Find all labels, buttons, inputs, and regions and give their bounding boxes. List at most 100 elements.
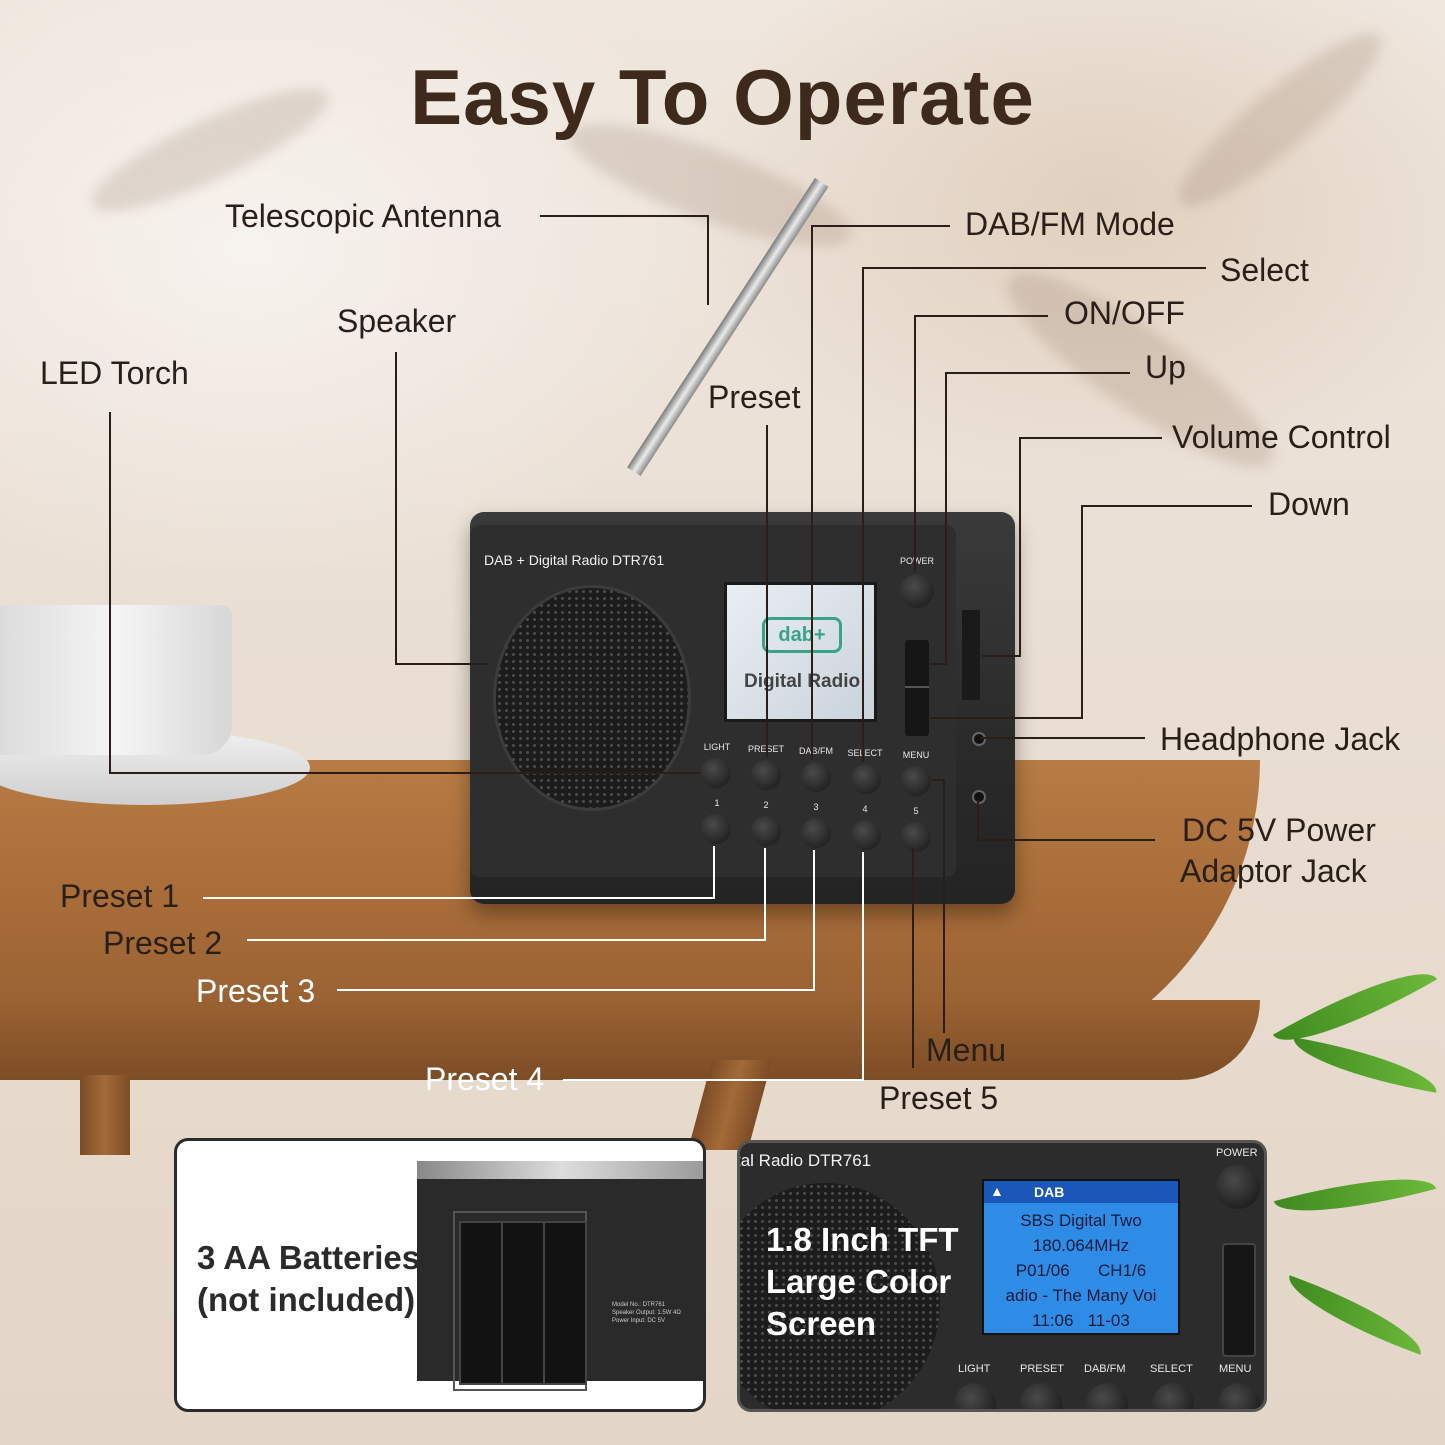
feature-line3: Screen [766,1305,877,1342]
preset-1-label: 1 [714,798,720,808]
select-button[interactable] [851,764,881,794]
screen-feature-caption: 1.8 Inch TFT Large Color Screen [766,1219,959,1345]
batteries-line1: 3 AA Batteries [197,1239,421,1276]
battery-slot [501,1221,545,1385]
battery-slot [459,1221,503,1385]
preset-3-label: 3 [813,802,819,812]
line-volume [982,437,1162,657]
power-button[interactable] [900,574,934,608]
label-preset-2: Preset 2 [103,925,223,961]
signal-icon: ▲ [990,1183,1004,1199]
rocker-divider [905,686,929,688]
screen-panel-select-button[interactable] [1152,1383,1194,1409]
preset-5-button[interactable] [901,822,931,852]
label-preset-3: Preset 3 [196,973,316,1009]
tft-line: 180.064MHz [1032,1236,1130,1255]
up-down-rocker[interactable] [905,640,929,736]
line-up [930,372,1130,665]
tft-line: P01/06 CH1/6 [1015,1261,1147,1280]
preset-button-label: PRESET [747,744,784,754]
battery-compartment: Model No.: DTR761 Speaker Output: 1.5W 4… [417,1161,703,1391]
screen-panel-speaker [740,1183,940,1409]
tft-header-text: DAB [1034,1184,1065,1200]
battery-slot [543,1221,587,1385]
batteries-line2: (not included) [197,1281,416,1318]
screen-panel-dabfm-label: DAB/FM [1084,1363,1126,1375]
batteries-panel: Model No.: DTR761 Speaker Output: 1.5W 4… [174,1138,706,1412]
screen-text: Digital Radio [744,671,861,692]
screen-panel-light-label: LIGHT [958,1363,991,1375]
antenna-rod [417,1161,703,1179]
preset-1-button[interactable] [701,814,731,844]
tft-line: SBS Digital Two [1020,1211,1142,1230]
label-headphone-jack: Headphone Jack [1160,721,1401,757]
label-preset: Preset [708,379,801,415]
table-leg [80,1075,130,1155]
tft-line: adio - The Many Voi [1005,1286,1157,1305]
line-dabfm [811,225,950,760]
preset-4-button[interactable] [851,820,881,850]
screen-panel-menu-button[interactable] [1218,1383,1260,1409]
coffee-cup [0,605,232,755]
screen-panel-power-button[interactable] [1216,1165,1260,1209]
label-speaker: Speaker [337,303,457,339]
label-up: Up [1145,349,1186,385]
label-preset-1: Preset 1 [60,878,180,914]
label-preset-5: Preset 5 [879,1080,999,1116]
line-select [862,267,1206,762]
line-menu [932,779,945,1033]
screen-panel-preset-button[interactable] [1020,1383,1062,1409]
label-on-off: ON/OFF [1064,295,1185,331]
screen-panel-light-button[interactable] [954,1383,996,1409]
line-preset-4 [563,852,864,1081]
volume-wheel[interactable] [962,610,980,700]
label-down: Down [1268,486,1350,522]
battery-info-line: Speaker Output: 1.5W 4Ω [612,1310,681,1316]
select-button-label: SELECT [847,748,883,758]
line-speaker [395,352,488,665]
batteries-caption: 3 AA Batteries (not included) [197,1237,420,1321]
label-menu: Menu [926,1032,1007,1068]
table-edge [0,1000,1260,1080]
menu-button-label: MENU [902,750,930,760]
battery-info-line: Model No.: DTR761 [612,1302,666,1308]
power-label: POWER [899,556,934,566]
dabfm-button[interactable] [801,762,831,792]
preset-3-button[interactable] [801,818,831,848]
line-onoff [914,315,1048,572]
radio-model-label: DAB + Digital Radio DTR761 [484,552,665,568]
light-button[interactable] [701,758,731,788]
screen-panel-model: tal Radio DTR761 [737,1151,872,1170]
line-antenna [540,215,709,305]
light-button-label: LIGHT [703,742,731,752]
feature-line1: 1.8 Inch TFT [766,1221,959,1258]
label-select: Select [1220,252,1309,288]
label-telescopic-antenna: Telescopic Antenna [225,198,501,234]
battery-info-line: Power Input: DC 5V [612,1318,666,1324]
line-dc [977,800,1155,841]
label-preset-4: Preset 4 [425,1061,545,1097]
dabfm-button-label: DAB/FM [798,746,833,756]
line-preset-2 [247,848,766,941]
tft-header: ▲ DAB [984,1181,1178,1203]
screen-panel-dabfm-button[interactable] [1086,1383,1128,1409]
feature-line2: Large Color [766,1263,952,1300]
label-dabfm-mode: DAB/FM Mode [965,206,1175,242]
label-dc-power-1: DC 5V Power [1182,812,1376,848]
screen-panel-preset-label: PRESET [1020,1363,1065,1375]
screen-panel-rocker[interactable] [1222,1243,1256,1357]
menu-button[interactable] [901,766,931,796]
preset-button[interactable] [751,760,781,790]
line-preset-1 [203,846,715,899]
label-volume-control: Volume Control [1172,419,1391,455]
line-down [930,505,1252,719]
battery-info: Model No.: DTR761 Speaker Output: 1.5W 4… [612,1301,681,1325]
label-dc-power-2: Adaptor Jack [1180,853,1367,889]
preset-5-label: 5 [913,806,919,816]
tft-line: 11:06 11-03 [1032,1311,1130,1330]
screen-panel-menu-label: MENU [1219,1363,1252,1375]
preset-2-button[interactable] [751,816,781,846]
preset-4-label: 4 [862,804,868,814]
screen-panel-power-label: POWER [1216,1147,1258,1159]
